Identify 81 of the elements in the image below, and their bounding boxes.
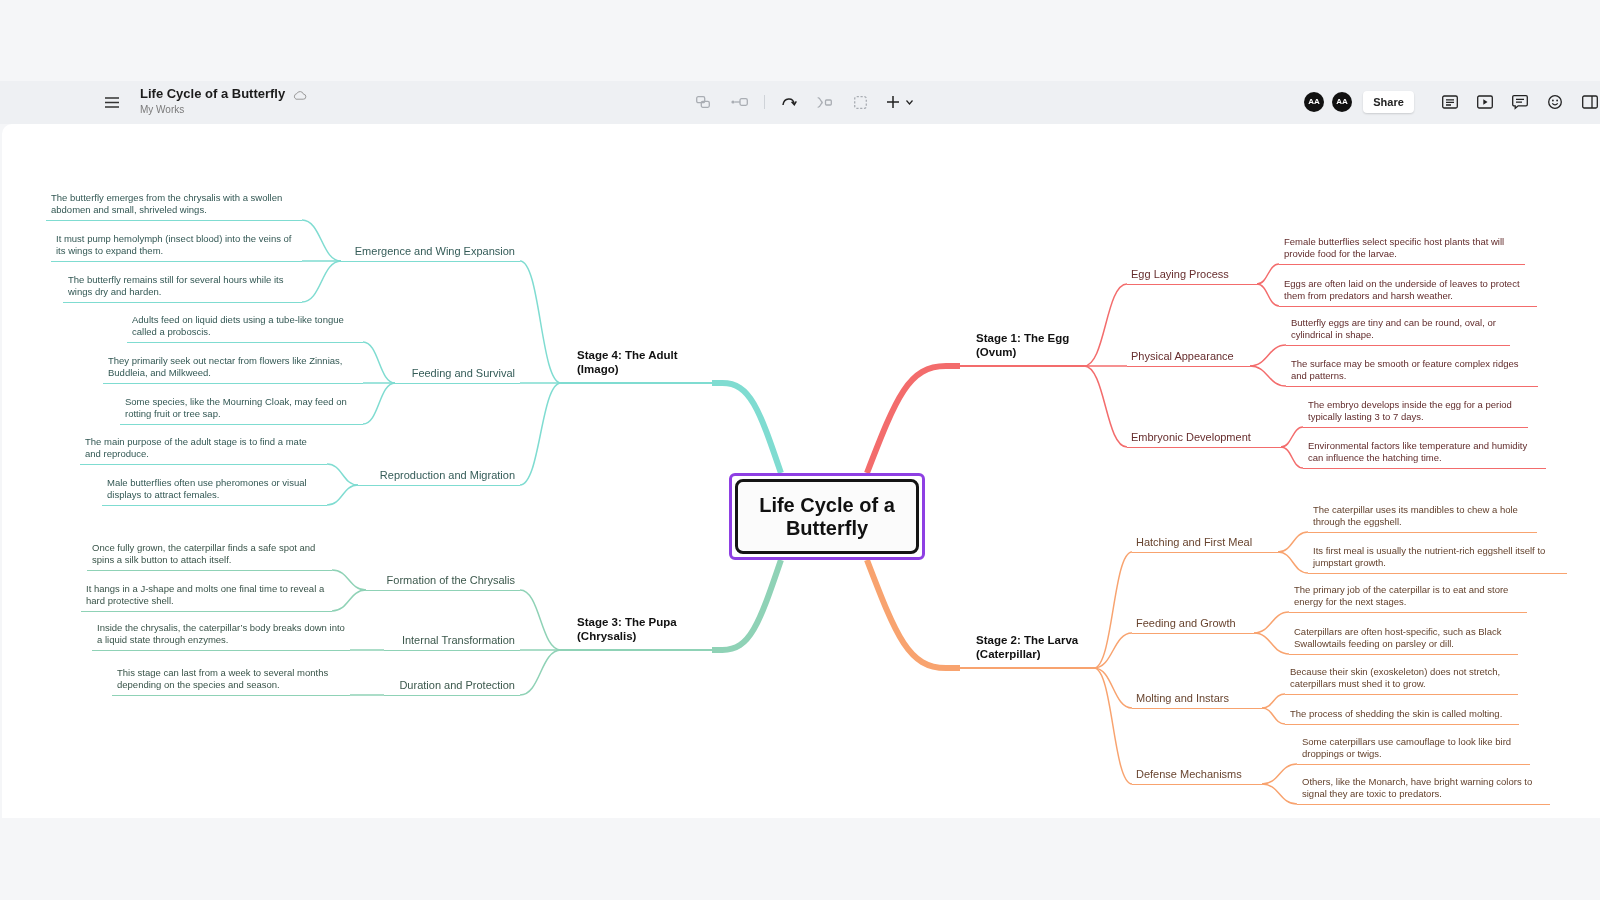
branch-line — [1277, 551, 1309, 574]
detail-topic: Some species, like the Mourning Cloak, may feed on rotting fruit or tree sap. — [120, 395, 363, 425]
subtopic: Molting and Instars — [1132, 691, 1262, 709]
main-topic: Stage 3: The Pupa (Chrysalis) — [561, 616, 712, 651]
branch-line — [519, 260, 562, 384]
main-topic: Stage 4: The Adult (Imago) — [561, 349, 712, 384]
subtopic: Reproduction and Migration — [358, 468, 520, 486]
subtopic: Formation of the Chrysalis — [366, 573, 520, 591]
branch-line — [331, 589, 367, 612]
branch-line — [1280, 446, 1304, 469]
detail-topic: The caterpillar uses its mandibles to chew a hole through the eggshell. — [1308, 503, 1537, 533]
branch-line — [519, 649, 562, 651]
share-button: Share — [1363, 91, 1414, 113]
branch-line — [301, 260, 342, 303]
detail-topic: Because their skin (exoskeleton) does not stretch, caterpillars must shed it to grow. — [1285, 665, 1518, 695]
branch-line — [362, 382, 396, 384]
detail-topic: The butterfly emerges from the chrysalis with a swollen abdomen and small, shriveled wings. — [46, 191, 302, 221]
branch-line — [519, 382, 562, 384]
subtopic: Internal Transformation — [384, 633, 520, 651]
branch-line — [1093, 667, 1133, 785]
branch-line — [519, 382, 562, 486]
document-title: Life Cycle of a Butterfly — [140, 86, 286, 102]
branch-line — [1083, 365, 1128, 367]
branch-line — [1083, 365, 1128, 448]
branch-line — [864, 363, 960, 475]
branch-line — [1253, 632, 1290, 655]
branch-line — [326, 484, 359, 506]
branch-line — [519, 649, 562, 696]
central-topic — [729, 473, 925, 560]
branch-line — [1261, 707, 1286, 725]
subtopic: Duration and Protection — [384, 678, 520, 696]
detail-topic: Male butterflies often use pheromones or visual displays to attract females. — [102, 476, 327, 506]
branch-line — [712, 380, 784, 474]
branch-line — [301, 260, 342, 262]
branch-line — [1093, 551, 1133, 669]
detail-topic: This stage can last from a week to several months depending on the species and season. — [112, 666, 350, 696]
detail-topic: Female butterflies select specific host plants that will provide food for the larvae. — [1279, 235, 1525, 265]
subtopic: Emergence and Wing Expansion — [341, 244, 520, 262]
branch-line — [1261, 763, 1298, 785]
subtopic: Egg Laying Process — [1127, 267, 1257, 285]
detail-topic: The surface may be smooth or feature complex ridges and patterns. — [1286, 357, 1538, 387]
subtopic: Feeding and Growth — [1132, 616, 1254, 634]
detail-topic: The main purpose of the adult stage is to find a mate and reproduce. — [80, 435, 327, 465]
detail-topic: It must pump hemolymph (insect blood) into the veins of its wings to expand them. — [51, 232, 302, 262]
branch-line — [362, 382, 396, 425]
subtopic: Defense Mechanisms — [1132, 767, 1262, 785]
branch-line — [349, 649, 385, 651]
main-topic: Stage 1: The Egg (Ovum) — [960, 332, 1084, 367]
detail-topic: Eggs are often laid on the underside of leaves to protect them from predators and harsh weather. — [1279, 277, 1537, 307]
branch-line — [1256, 283, 1280, 307]
central-topic-label: Life Cycle of a Butterfly — [735, 479, 919, 554]
detail-topic: Once fully grown, the caterpillar finds a safe spot and spins a silk button to attach itself. — [87, 541, 332, 571]
detail-topic: The embryo develops inside the egg for a period typically lasting 3 to 7 days. — [1303, 398, 1528, 428]
subtopic: Physical Appearance — [1127, 349, 1250, 367]
detail-topic: They primarily seek out nectar from flowers like Zinnias, Buddleia, and Milkweed. — [103, 354, 363, 384]
branch-line — [864, 558, 960, 671]
detail-topic: Others, like the Monarch, have bright warning colors to signal they are toxic to predators. — [1297, 775, 1550, 805]
branch-line — [1093, 632, 1133, 669]
main-topic: Stage 2: The Larva (Caterpillar) — [960, 634, 1094, 669]
branch-line — [712, 559, 784, 653]
branch-line — [1261, 783, 1298, 805]
branch-line — [1280, 426, 1304, 448]
branch-line — [1249, 365, 1287, 387]
detail-topic: Some caterpillars use camouflage to look like bird droppings or twigs. — [1297, 735, 1530, 765]
detail-topic: Caterpillars are often host-specific, such as Black Swallowtails feeding on parsley or dill. — [1289, 625, 1518, 655]
document-location: My Works — [140, 104, 185, 116]
detail-topic: The primary job of the caterpillar is to eat and store energy for the next stages. — [1289, 583, 1527, 613]
subtopic: Feeding and Survival — [395, 366, 520, 384]
branch-line — [1256, 263, 1280, 285]
detail-topic: It hangs in a J-shape and molts one final time to reveal a hard protective shell. — [81, 582, 332, 612]
detail-topic: Environmental factors like temperature and humidity can influence the hatching time. — [1303, 439, 1546, 469]
detail-topic: The process of shedding the skin is called molting. — [1285, 707, 1519, 725]
detail-topic: Inside the chrysalis, the caterpillar’s body breaks down into a liquid state through enzymes. — [92, 621, 350, 651]
detail-topic: Adults feed on liquid diets using a tube-like tongue called a proboscis. — [127, 313, 363, 343]
detail-topic: Its first meal is usually the nutrient-rich eggshell itself to jumpstart growth. — [1308, 544, 1567, 574]
subtopic: Embryonic Development — [1127, 430, 1281, 448]
subtopic: Hatching and First Meal — [1132, 535, 1278, 553]
detail-topic: The butterfly remains still for several hours while its wings dry and harden. — [63, 273, 302, 303]
branch-line — [1261, 693, 1286, 709]
detail-topic: Butterfly eggs are tiny and can be round, oval, or cylindrical in shape. — [1286, 316, 1510, 346]
branch-line — [349, 694, 385, 696]
